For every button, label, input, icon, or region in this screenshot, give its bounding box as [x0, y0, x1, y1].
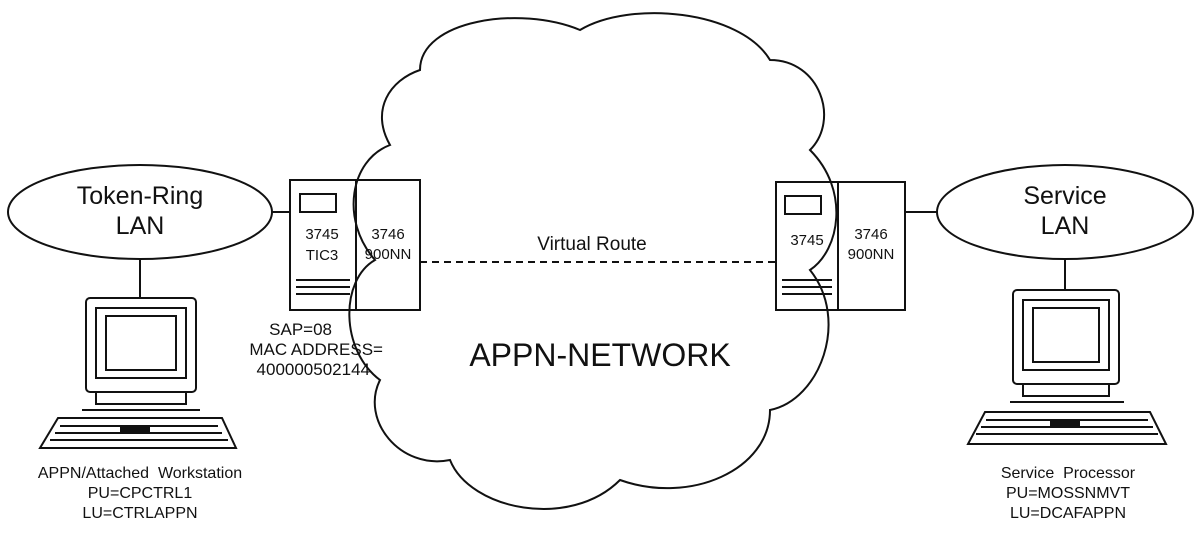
- sap-label: SAP=08: [269, 320, 332, 339]
- virtual-route-label: Virtual Route: [537, 234, 647, 255]
- right-node-3745-3746: 3745 3746 900NN: [775, 181, 906, 311]
- mac-address-label: MAC ADDRESS=: [249, 340, 383, 359]
- right-workstation-name: Service Processor: [1001, 465, 1136, 482]
- appn-network-cloud: [348, 12, 838, 510]
- right-3745-label: 3745: [790, 232, 823, 249]
- right-3745-panel: [784, 195, 822, 215]
- left-3746-sublabel: 900NN: [365, 246, 412, 263]
- left-3745-label: 3745: [305, 226, 338, 243]
- left-3745-sublabel: TIC3: [306, 247, 339, 264]
- right-3746-box: [837, 181, 906, 311]
- right-workstation-pu: PU=MOSSNMVT: [1006, 485, 1130, 502]
- service-lan-label-2: LAN: [1041, 212, 1090, 240]
- right-workstation-lu: LU=DCAFAPPN: [1010, 505, 1126, 522]
- left-workstation-pu: PU=CPCTRL1: [88, 485, 193, 502]
- token-ring-lan-label-1: Token-Ring: [77, 182, 203, 210]
- appn-network-label: APPN-NETWORK: [469, 337, 730, 373]
- left-3746-label: 3746: [371, 226, 404, 243]
- right-3746-label: 3746: [854, 226, 887, 243]
- left-workstation-name: APPN/Attached Workstation: [38, 465, 242, 482]
- left-workstation-icon: [38, 297, 238, 449]
- left-node-3745-3746: 3745 TIC3 3746 900NN: [289, 179, 421, 311]
- right-3746-sublabel: 900NN: [848, 246, 895, 263]
- right-workstation-icon: [966, 289, 1168, 445]
- mac-address-value: 400000502144: [257, 360, 370, 379]
- token-ring-lan-label-2: LAN: [116, 212, 165, 240]
- left-workstation-lu: LU=CTRLAPPN: [82, 505, 197, 522]
- left-3745-panel: [299, 193, 337, 213]
- service-lan-label-1: Service: [1023, 182, 1106, 210]
- left-3746-box: [355, 179, 421, 311]
